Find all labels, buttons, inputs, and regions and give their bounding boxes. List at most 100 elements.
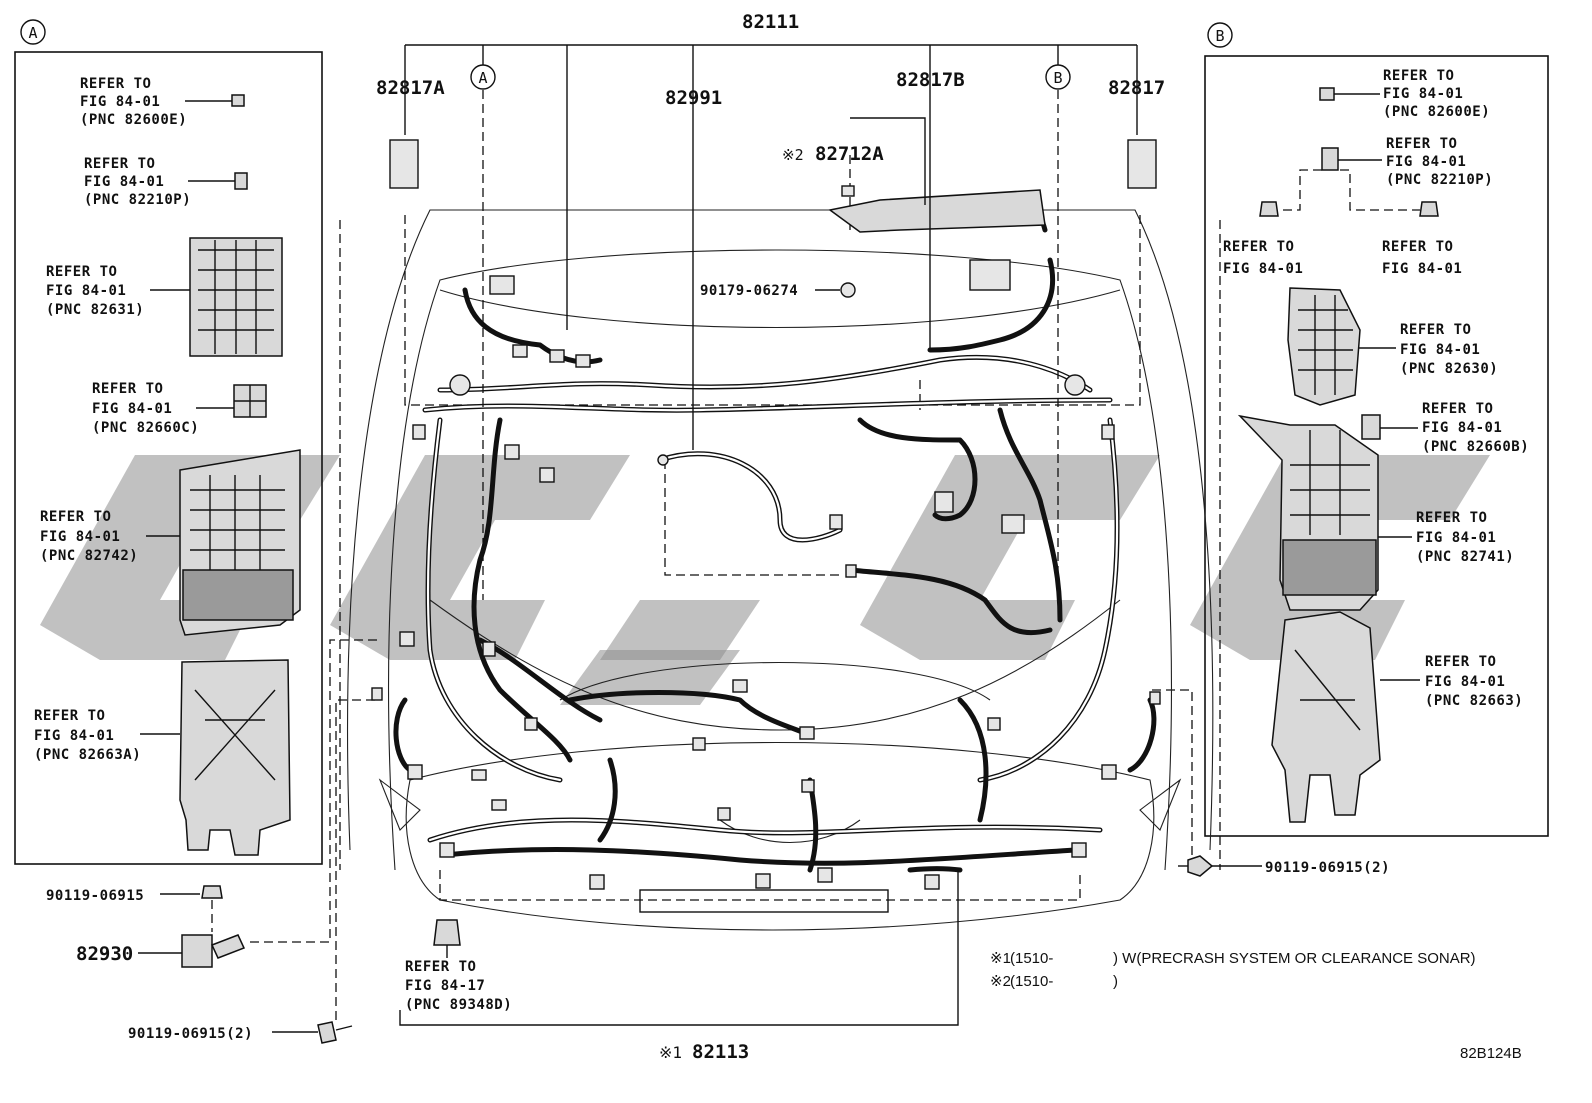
bolt-90119-2-right-label: 90119-06915(2) <box>1265 860 1390 876</box>
refer-to-label: REFER TO <box>92 381 163 397</box>
refer-to-label: REFER TO <box>84 156 155 172</box>
panel-a: A REFER TO FIG 84-01 (PNC 82600E) REFER … <box>14 19 323 865</box>
ref-b-82600e: REFER TO FIG 84-01 (PNC 82600E) <box>1319 68 1490 120</box>
ref-fig: FIG 84-01 <box>1386 154 1466 170</box>
refer-to-label: REFER TO <box>80 76 151 92</box>
refer-to-label: REFER TO <box>1422 401 1493 417</box>
ref-pnc: (PNC 82742) <box>40 548 138 564</box>
ref-pnc: (PNC 82663A) <box>34 747 141 763</box>
footnote-2-text: ) <box>1113 973 1118 990</box>
panel-b-frame <box>1204 55 1549 837</box>
ref-b-82660b: REFER TO FIG 84-01 (PNC 82660B) <box>1361 401 1529 455</box>
callout-a-label: A <box>478 69 487 87</box>
panel-a-frame <box>14 51 323 865</box>
panel-b: B REFER TO FIG 84-01 (PNC 82600E) REFER … <box>1204 22 1549 837</box>
ref-fig: FIG 84-01 <box>80 94 160 110</box>
ref-b-82741: REFER TO FIG 84-01 (PNC 82741) <box>1237 414 1514 611</box>
ref-a-82210p: REFER TO FIG 84-01 (PNC 82210P) <box>84 156 248 208</box>
part-82817-label: 82817 <box>1108 77 1165 99</box>
ref-fig: FIG 84-01 <box>84 174 164 190</box>
ref-fig: FIG 84-01 <box>1416 530 1496 546</box>
ref-pnc: (PNC 82663) <box>1425 693 1523 709</box>
refer-to-label: REFER TO <box>1383 68 1454 84</box>
ref-b-82630: REFER TO FIG 84-01 (PNC 82630) <box>1287 287 1498 406</box>
bolt-part <box>1419 201 1439 217</box>
bolt-90119-2-label: 90119-06915(2) <box>128 1026 253 1042</box>
ref-b-82663: REFER TO FIG 84-01 (PNC 82663) <box>1271 611 1523 823</box>
diagram-id: 82B124B <box>1460 1045 1522 1062</box>
ref-fig: FIG 84-01 <box>1400 342 1480 358</box>
right-bolt: 90119-06915(2) <box>1150 689 1390 877</box>
callout-a-label: A <box>28 24 37 42</box>
ref-pnc: (PNC 82600E) <box>1383 104 1490 120</box>
ref-pnc: (PNC 82660C) <box>92 420 199 436</box>
refer-to-label: REFER TO <box>1400 322 1471 338</box>
refer-to-label: REFER TO <box>1223 239 1294 255</box>
ref-pnc: (PNC 82600E) <box>80 112 187 128</box>
lower-left-parts: 90119-06915 82930 90119-06915(2) <box>46 639 380 1044</box>
connector-part <box>231 94 245 107</box>
footnote-2-mark: ※2 <box>990 973 1011 990</box>
callout-a-circle <box>470 64 496 90</box>
ref-pnc: (PNC 82631) <box>46 302 144 318</box>
callout-b-label: B <box>1053 69 1062 87</box>
part-82930-label: 82930 <box>76 943 133 965</box>
bolt-part <box>1187 855 1214 877</box>
callout-b-label: B <box>1215 27 1224 45</box>
connector-part <box>1319 87 1335 101</box>
footnote-1-mark: ※1 <box>990 950 1011 967</box>
refer-to-label: REFER TO <box>1416 510 1487 526</box>
fuse-box-cover-part <box>1271 611 1381 823</box>
ref-a-82600e: REFER TO FIG 84-01 (PNC 82600E) <box>80 76 245 128</box>
fuse-box-cover-part <box>179 659 291 856</box>
ref-fig: FIG 84-01 <box>1422 420 1502 436</box>
clip-90179-part <box>840 282 856 298</box>
note-mark-2: ※2 <box>782 146 804 164</box>
refer-to-label: REFER TO <box>46 264 117 280</box>
ref-pnc: (PNC 82630) <box>1400 361 1498 377</box>
harness-protector-82817b <box>828 189 1046 233</box>
ref-a-82631: REFER TO FIG 84-01 (PNC 82631) <box>46 237 283 357</box>
part-82991-label: 82991 <box>665 87 722 109</box>
refer-to-label: REFER TO <box>1382 239 1453 255</box>
ref-a-82663a: REFER TO FIG 84-01 (PNC 82663A) <box>34 659 291 856</box>
callout-b-circle <box>1207 22 1233 48</box>
connectors <box>371 139 1161 946</box>
bolt-part <box>317 1021 337 1044</box>
footnote-2-date: (1510- <box>1010 973 1053 990</box>
ref-b-bolt-left: REFER TO FIG 84-01 <box>1223 239 1303 277</box>
ref-pnc: (PNC 82210P) <box>84 192 191 208</box>
ref-fig: FIG 84-01 <box>46 283 126 299</box>
ref-fig: FIG 84-01 <box>92 401 172 417</box>
refer-to-label: REFER TO <box>1425 654 1496 670</box>
relay-part <box>1361 414 1381 440</box>
callout-a-circle <box>20 19 46 45</box>
bolt-part <box>201 885 223 899</box>
ref-a-82742: REFER TO FIG 84-01 (PNC 82742) <box>40 449 301 636</box>
engine-bay <box>339 139 1221 946</box>
ref-b-bolt-right: REFER TO FIG 84-01 <box>1382 239 1462 277</box>
top-labels: 82111 82817A 82817 82991 82817B ※2 82712… <box>376 11 1165 600</box>
footnotes: ※1 (1510- ) W(PRECRASH SYSTEM OR CLEARAN… <box>990 950 1476 990</box>
part-82111-label: 82111 <box>742 11 799 33</box>
ref-pnc: (PNC 82210P) <box>1386 172 1493 188</box>
relay-part <box>1321 147 1339 171</box>
part-82817a-label: 82817A <box>376 77 445 99</box>
refer-to-label: REFER TO <box>405 959 476 975</box>
footnote-1-text: ) W(PRECRASH SYSTEM OR CLEARANCE SONAR) <box>1113 950 1476 967</box>
part-82712a-label: 82712A <box>815 143 884 165</box>
refer-to-label: REFER TO <box>40 509 111 525</box>
refer-to-label: REFER TO <box>1386 136 1457 152</box>
ref-fig: FIG 84-17 <box>405 978 485 994</box>
sensor-82930-part <box>181 934 213 968</box>
relay-block-part <box>1287 287 1361 406</box>
ref-pnc: (PNC 89348D) <box>405 997 512 1013</box>
ref-a-82660c: REFER TO FIG 84-01 (PNC 82660C) <box>92 381 267 436</box>
ref-fig: FIG 84-01 <box>40 529 120 545</box>
part-90179-label: 90179-06274 <box>700 283 798 299</box>
sensor-89348d-part <box>433 919 461 946</box>
ref-fig: FIG 84-01 <box>1223 261 1303 277</box>
ref-b-82210p: REFER TO FIG 84-01 (PNC 82210P) <box>1259 136 1493 217</box>
